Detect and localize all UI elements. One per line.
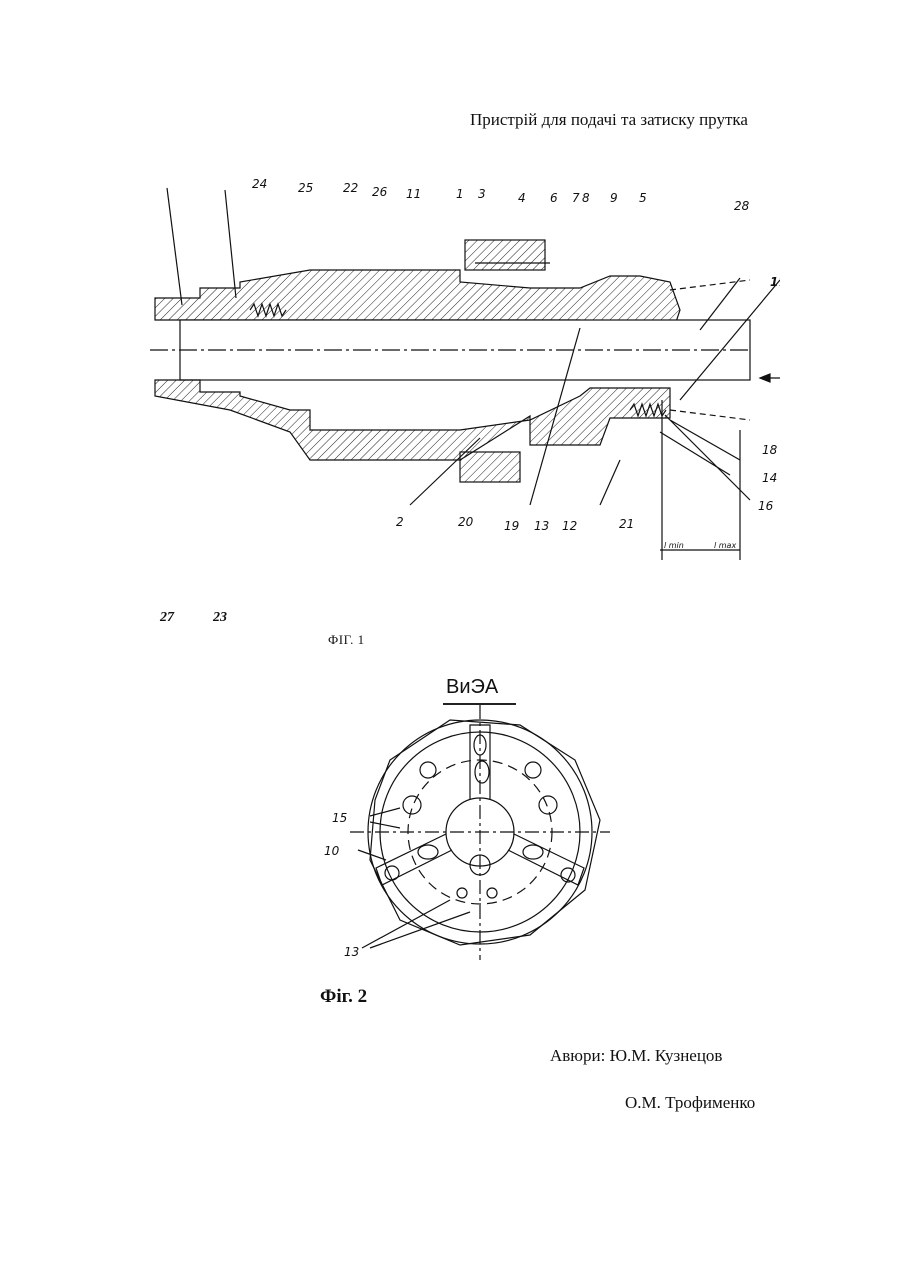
figure-1-drawing: 24 25 22 26 11 1 3 4 6 7 8 9 5 28 17 A 1…: [140, 170, 780, 570]
callout-2: 2: [396, 515, 404, 529]
side-label-27: 27: [160, 610, 174, 626]
callout-15: 15: [332, 811, 347, 825]
callout-24: 24: [252, 177, 267, 191]
callout-1: 1: [456, 187, 464, 201]
callout-9: 9: [610, 191, 618, 205]
authors-line-1: Авюри: Ю.М. Кузнецов: [550, 1046, 722, 1066]
figure-2-drawing: 15 10 13: [320, 700, 620, 970]
dimension-l-max: l max: [714, 541, 736, 550]
callout-20: 20: [458, 515, 474, 529]
page-title: Пристрій для подачі та затиску прутка: [470, 110, 748, 130]
callout-21: 21: [619, 517, 634, 531]
figure-2-caption: Фіг. 2: [320, 986, 367, 1008]
callout-3: 3: [478, 187, 486, 201]
dimension-l-min: l min: [664, 541, 684, 550]
callout-22: 22: [343, 181, 358, 195]
callout-14: 14: [762, 471, 777, 485]
callout-7: 7: [572, 191, 580, 205]
callout-8: 8: [582, 191, 590, 205]
callout-19: 19: [504, 519, 519, 533]
callout-6: 6: [550, 191, 558, 205]
callout-13: 13: [344, 945, 359, 959]
callout-28: 28: [734, 199, 750, 213]
callout-13: 13: [534, 519, 549, 533]
callout-5: 5: [639, 191, 647, 205]
authors-line-2: О.М. Трофименко: [625, 1093, 755, 1113]
callout-11: 11: [406, 187, 421, 201]
callout-17: 17: [770, 275, 780, 289]
callout-16: 16: [758, 499, 774, 513]
figure-1-caption: ФІГ. 1: [328, 632, 365, 648]
callout-4: 4: [518, 191, 526, 205]
callout-25: 25: [298, 181, 313, 195]
callout-10: 10: [324, 844, 340, 858]
callout-18: 18: [762, 443, 778, 457]
side-label-23: 23: [213, 610, 227, 626]
callout-26: 26: [372, 185, 388, 199]
callout-12: 12: [562, 519, 577, 533]
view-label: ВиЭА: [446, 676, 498, 699]
